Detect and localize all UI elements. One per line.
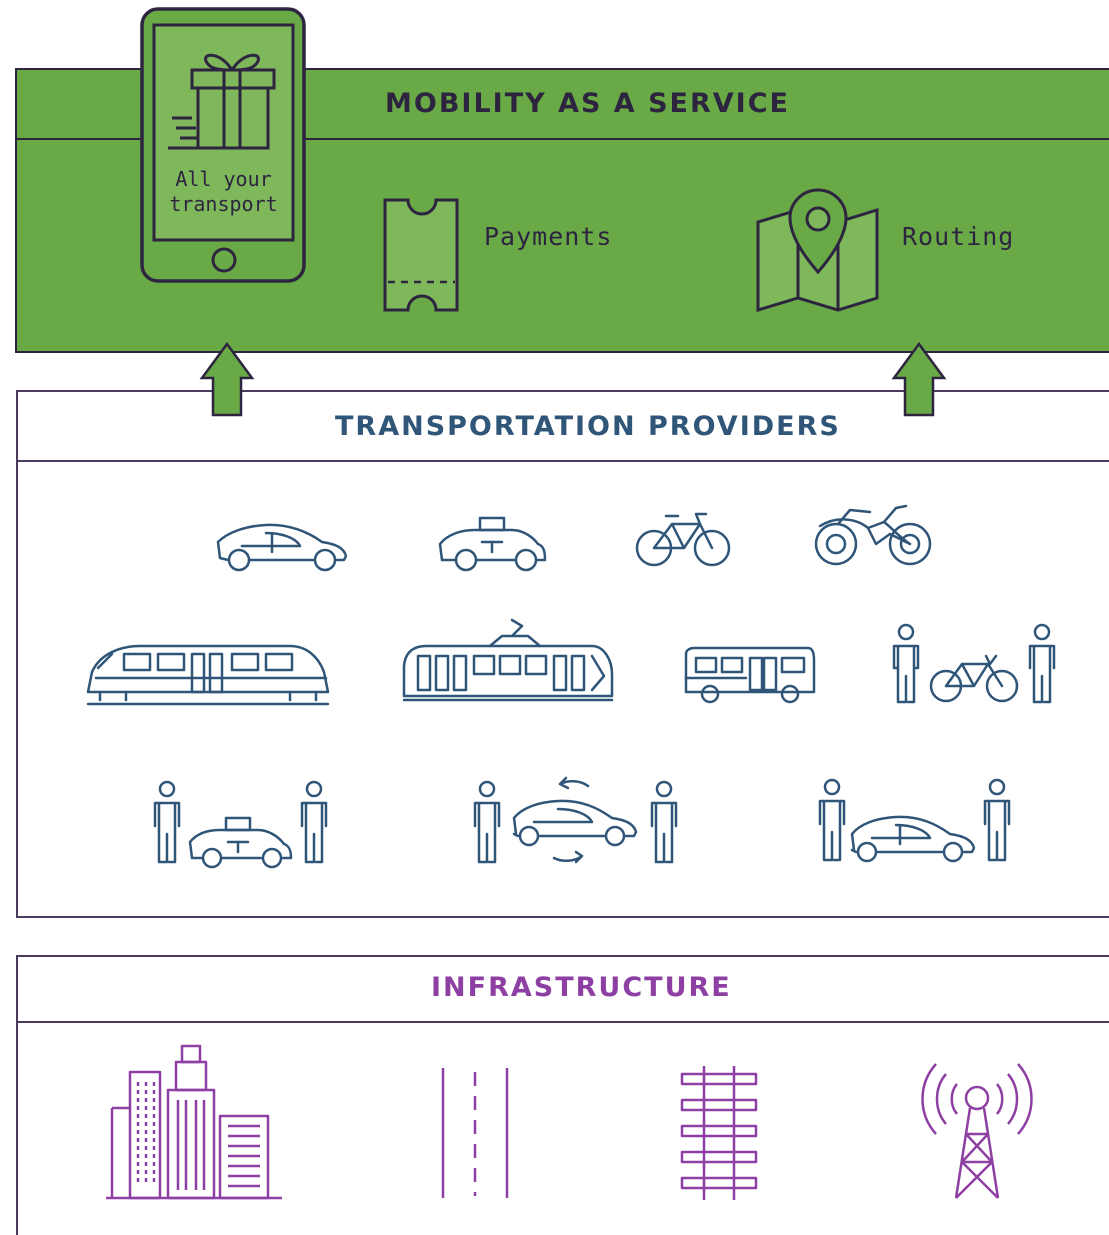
bus-icon xyxy=(684,646,816,704)
motorcycle-icon xyxy=(814,504,932,566)
car-swap-icon xyxy=(473,776,678,864)
car-icon xyxy=(216,523,348,572)
payments-label: Payments xyxy=(484,222,613,251)
routing-label: Routing xyxy=(902,222,1015,251)
phone-text-line1: All your xyxy=(175,167,272,191)
road-icon xyxy=(441,1068,509,1198)
infrastructure-title: INFRASTRUCTURE xyxy=(431,972,732,1003)
providers-divider xyxy=(16,460,1109,462)
phone-text-line2: transport xyxy=(169,192,278,216)
taxi-with-people-icon xyxy=(153,780,328,869)
buildings-icon xyxy=(106,1044,282,1200)
cell-tower-icon xyxy=(921,1063,1033,1199)
maas-divider xyxy=(15,138,1109,140)
maas-title: MOBILITY AS A SERVICE xyxy=(385,88,790,119)
railway-icon xyxy=(680,1066,758,1200)
taxi-icon xyxy=(438,516,547,572)
gift-icon xyxy=(168,53,276,150)
infrastructure-divider xyxy=(16,1021,1109,1023)
train-icon xyxy=(86,644,330,706)
car-sharing-icon xyxy=(818,778,1011,863)
bicycle-icon xyxy=(635,512,731,567)
infrastructure-box xyxy=(16,955,1109,1235)
tram-icon xyxy=(402,618,614,702)
bike-sharing-icon xyxy=(892,623,1056,704)
providers-title: TRANSPORTATION PROVIDERS xyxy=(335,411,841,442)
